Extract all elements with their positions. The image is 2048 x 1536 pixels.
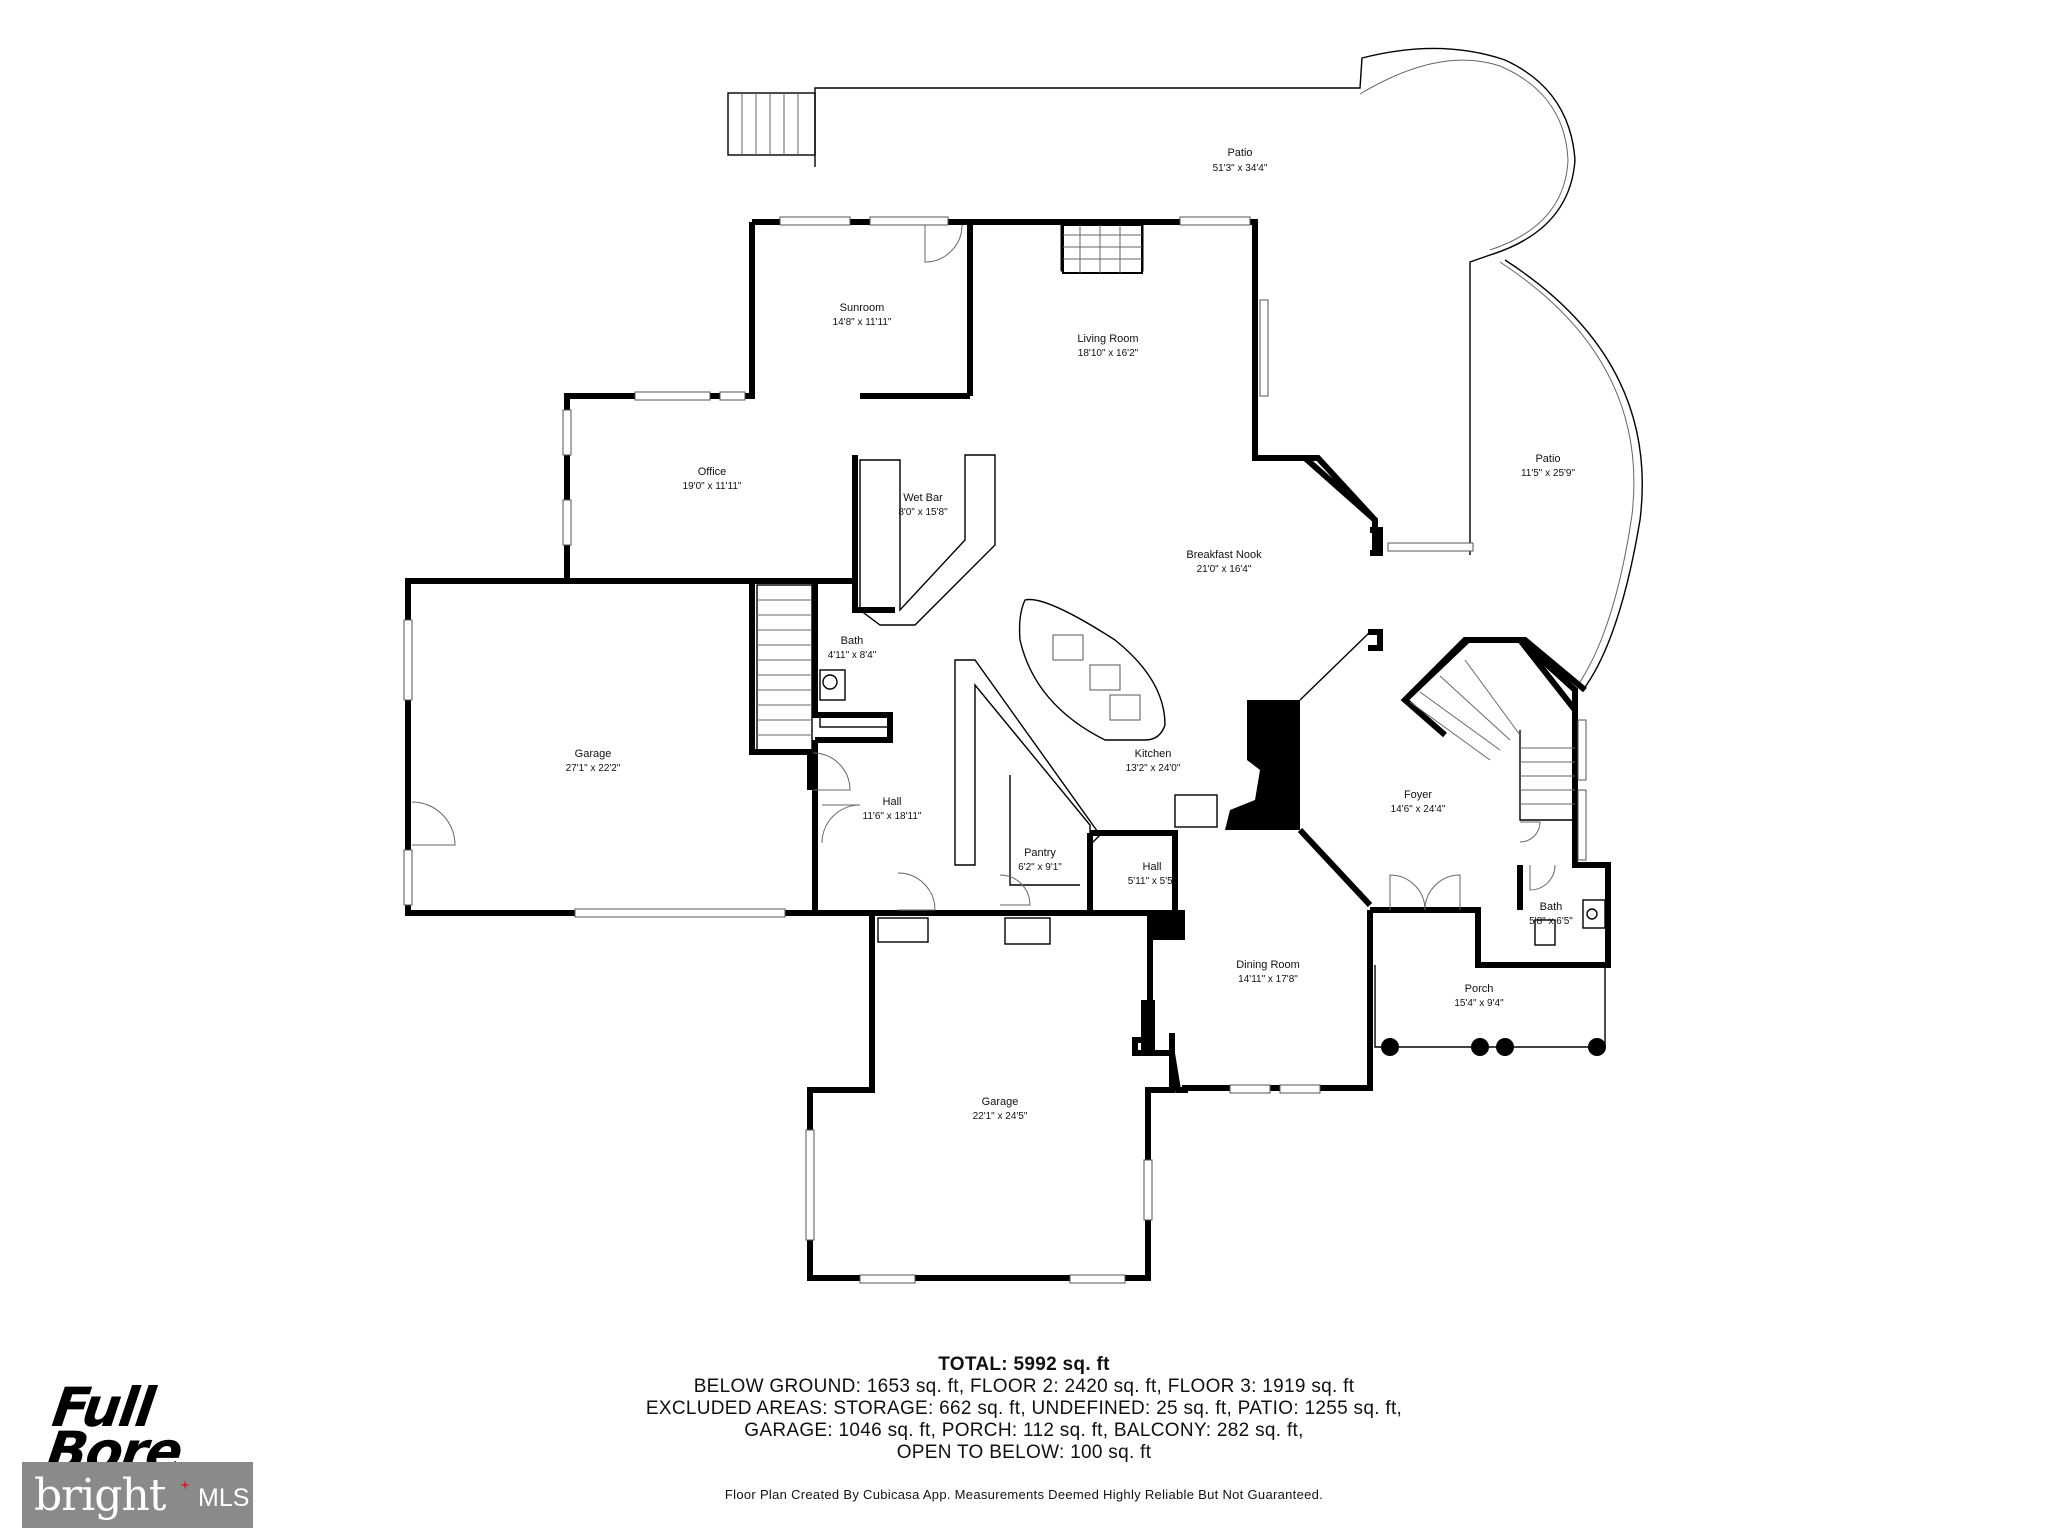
column-small	[1151, 910, 1185, 940]
room-name-living: Living Room	[1077, 333, 1138, 345]
diagonal-walls	[1255, 455, 1378, 908]
room-name-hall2: Hall	[1143, 861, 1162, 873]
room-dims-kitchen: 13'2" x 24'0"	[1126, 763, 1181, 774]
fullbore-logo: Full Bore	[43, 1376, 190, 1483]
stair-wing-right	[1402, 637, 1587, 821]
bright-mls-logo: bright MLS	[22, 1462, 253, 1528]
door-swings	[411, 224, 1556, 911]
room-dims-foyer: 14'6" x 24'4"	[1391, 804, 1446, 815]
bath-fixtures	[819, 669, 1606, 946]
room-dims-bath1: 4'11" x 8'4"	[828, 650, 877, 661]
spark-icon	[180, 1480, 190, 1490]
disclaimer: Floor Plan Created By Cubicasa App. Meas…	[724, 1487, 1324, 1502]
area-line-1: BELOW GROUND: 1653 sq. ft, FLOOR 2: 2420…	[693, 1376, 1355, 1397]
room-name-patio-top: Patio	[1227, 147, 1252, 159]
island-cooktop	[1109, 694, 1141, 721]
room-dims-office: 19'0" x 11'11"	[683, 481, 742, 492]
room-name-pantry: Pantry	[1024, 847, 1056, 859]
pantry-shelf	[1009, 775, 1080, 886]
patio-outline	[727, 47, 1643, 691]
room-name-garage1: Garage	[575, 748, 612, 760]
room-dims-porch: 15'4" x 9'4"	[1454, 998, 1504, 1009]
bright-logo-word: bright	[34, 1470, 166, 1521]
area-summary: TOTAL: 5992 sq. ft BELOW GROUND: 1653 sq…	[0, 1354, 2048, 1464]
room-dims-nook: 21'0" x 16'4"	[1197, 564, 1252, 575]
room-name-hall1: Hall	[883, 796, 902, 808]
room-dims-living: 18'10" x 16'2"	[1078, 348, 1139, 359]
room-name-garage2: Garage	[982, 1096, 1019, 1108]
room-name-kitchen: Kitchen	[1135, 748, 1172, 760]
room-name-sunroom: Sunroom	[840, 302, 885, 314]
room-dims-garage1: 27'1" x 22'2"	[566, 763, 621, 774]
room-name-patio-right: Patio	[1535, 453, 1560, 465]
kitchen-counter	[954, 659, 1101, 866]
room-dims-wetbar: 8'0" x 15'8"	[898, 507, 948, 518]
room-dims-garage2: 22'1" x 24'5"	[973, 1111, 1028, 1122]
room-name-foyer: Foyer	[1404, 789, 1432, 801]
wet-bar-counter	[859, 454, 996, 626]
room-name-wetbar: Wet Bar	[903, 492, 943, 504]
room-name-nook: Breakfast Nook	[1186, 549, 1262, 561]
structural-column	[1225, 700, 1300, 830]
room-name-bath1: Bath	[841, 635, 864, 647]
room-name-bath2: Bath	[1540, 901, 1563, 913]
room-name-office: Office	[698, 466, 727, 478]
fireplace	[1062, 224, 1143, 274]
island-sink-1	[1052, 634, 1084, 661]
room-dims-patio-right: 11'5" x 25'9"	[1521, 468, 1576, 479]
area-line-3: GARAGE: 1046 sq. ft, PORCH: 112 sq. ft, …	[744, 1420, 1304, 1441]
mls-logo-text: MLS	[198, 1484, 250, 1512]
room-labels: Patio 51'3" x 34'4" Sunroom 14'8" x 11'1…	[566, 147, 1576, 1122]
room-dims-hall2: 5'11" x 5'5"	[1128, 876, 1177, 887]
room-dims-pantry: 6'2" x 9'1"	[1018, 862, 1062, 873]
porch-columns	[1374, 965, 1606, 1056]
room-name-porch: Porch	[1465, 983, 1494, 995]
column-small-2	[1141, 1000, 1155, 1055]
area-line-4: OPEN TO BELOW: 100 sq. ft	[896, 1442, 1152, 1463]
area-line-2: EXCLUDED AREAS: STORAGE: 662 sq. ft, UND…	[645, 1398, 1403, 1419]
total-area: TOTAL: 5992 sq. ft	[938, 1354, 1110, 1375]
room-dims-bath2: 5'8" x 6'5"	[1529, 916, 1573, 927]
stairs-left	[756, 584, 813, 751]
island-sink-2	[1089, 664, 1121, 691]
room-dims-sunroom: 14'8" x 11'11"	[833, 317, 892, 328]
garage-steps	[877, 794, 1218, 945]
room-name-dining: Dining Room	[1236, 959, 1300, 971]
room-dims-hall1: 11'6" x 18'11"	[863, 811, 922, 822]
kitchen-island	[1018, 598, 1166, 741]
room-dims-dining: 14'11" x 17'8"	[1238, 974, 1298, 985]
room-dims-patio-top: 51'3" x 34'4"	[1213, 163, 1268, 174]
